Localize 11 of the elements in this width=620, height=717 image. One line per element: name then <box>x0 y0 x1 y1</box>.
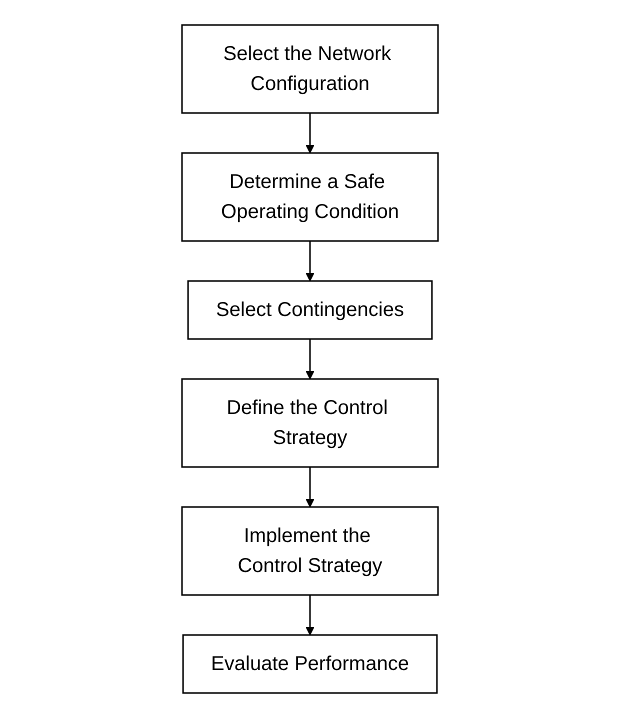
arrow <box>306 240 314 281</box>
node-box: Define the Control Strategy <box>181 378 439 468</box>
node-box: Implement the Control Strategy <box>181 506 439 596</box>
arrow <box>306 594 314 635</box>
arrow <box>306 466 314 507</box>
arrow <box>306 338 314 379</box>
node-box: Determine a Safe Operating Condition <box>181 152 439 242</box>
node-box: Evaluate Performance <box>182 634 438 694</box>
node-box: Select Contingencies <box>187 280 433 340</box>
node-box: Select the Network Configuration <box>181 24 439 114</box>
arrow <box>306 112 314 153</box>
